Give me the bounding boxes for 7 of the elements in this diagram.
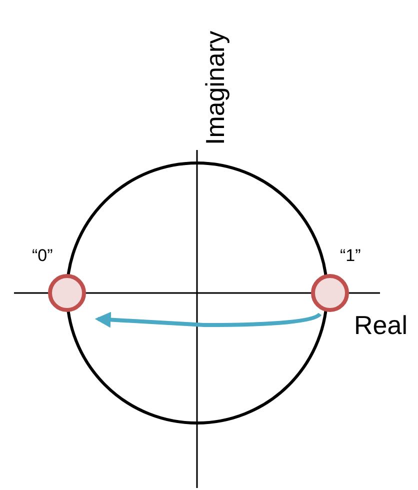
axis-label: Imaginary (200, 30, 231, 145)
point-label: “1” (340, 246, 361, 266)
arrow (94, 312, 322, 328)
point-label: “0” (32, 246, 53, 266)
axis-label: Real (354, 310, 408, 341)
constellation-point (48, 274, 86, 312)
constellation-point (311, 274, 349, 312)
